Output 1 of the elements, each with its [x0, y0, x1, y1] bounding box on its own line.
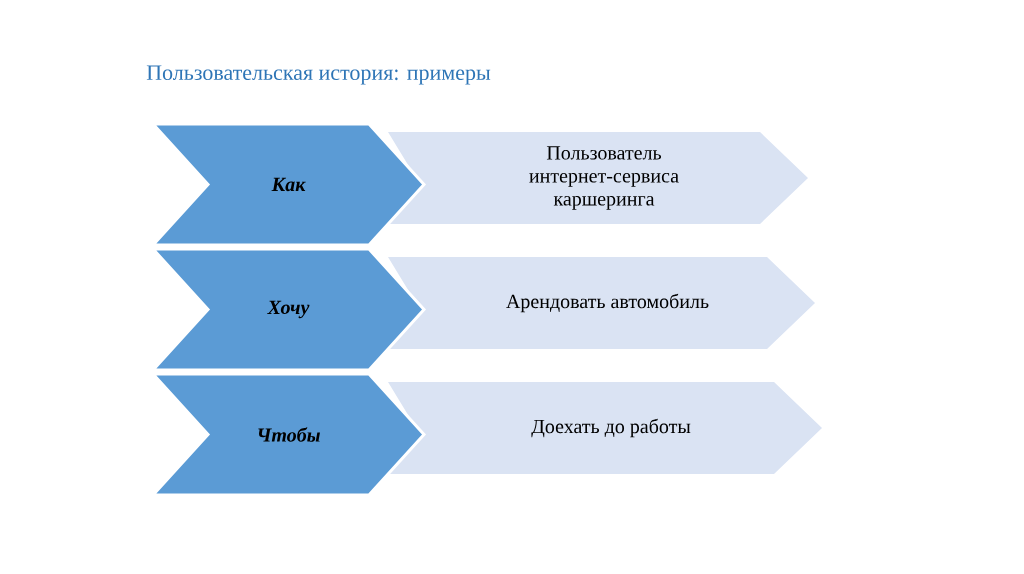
- slide-title: Пользовательская история: примеры: [146, 65, 491, 85]
